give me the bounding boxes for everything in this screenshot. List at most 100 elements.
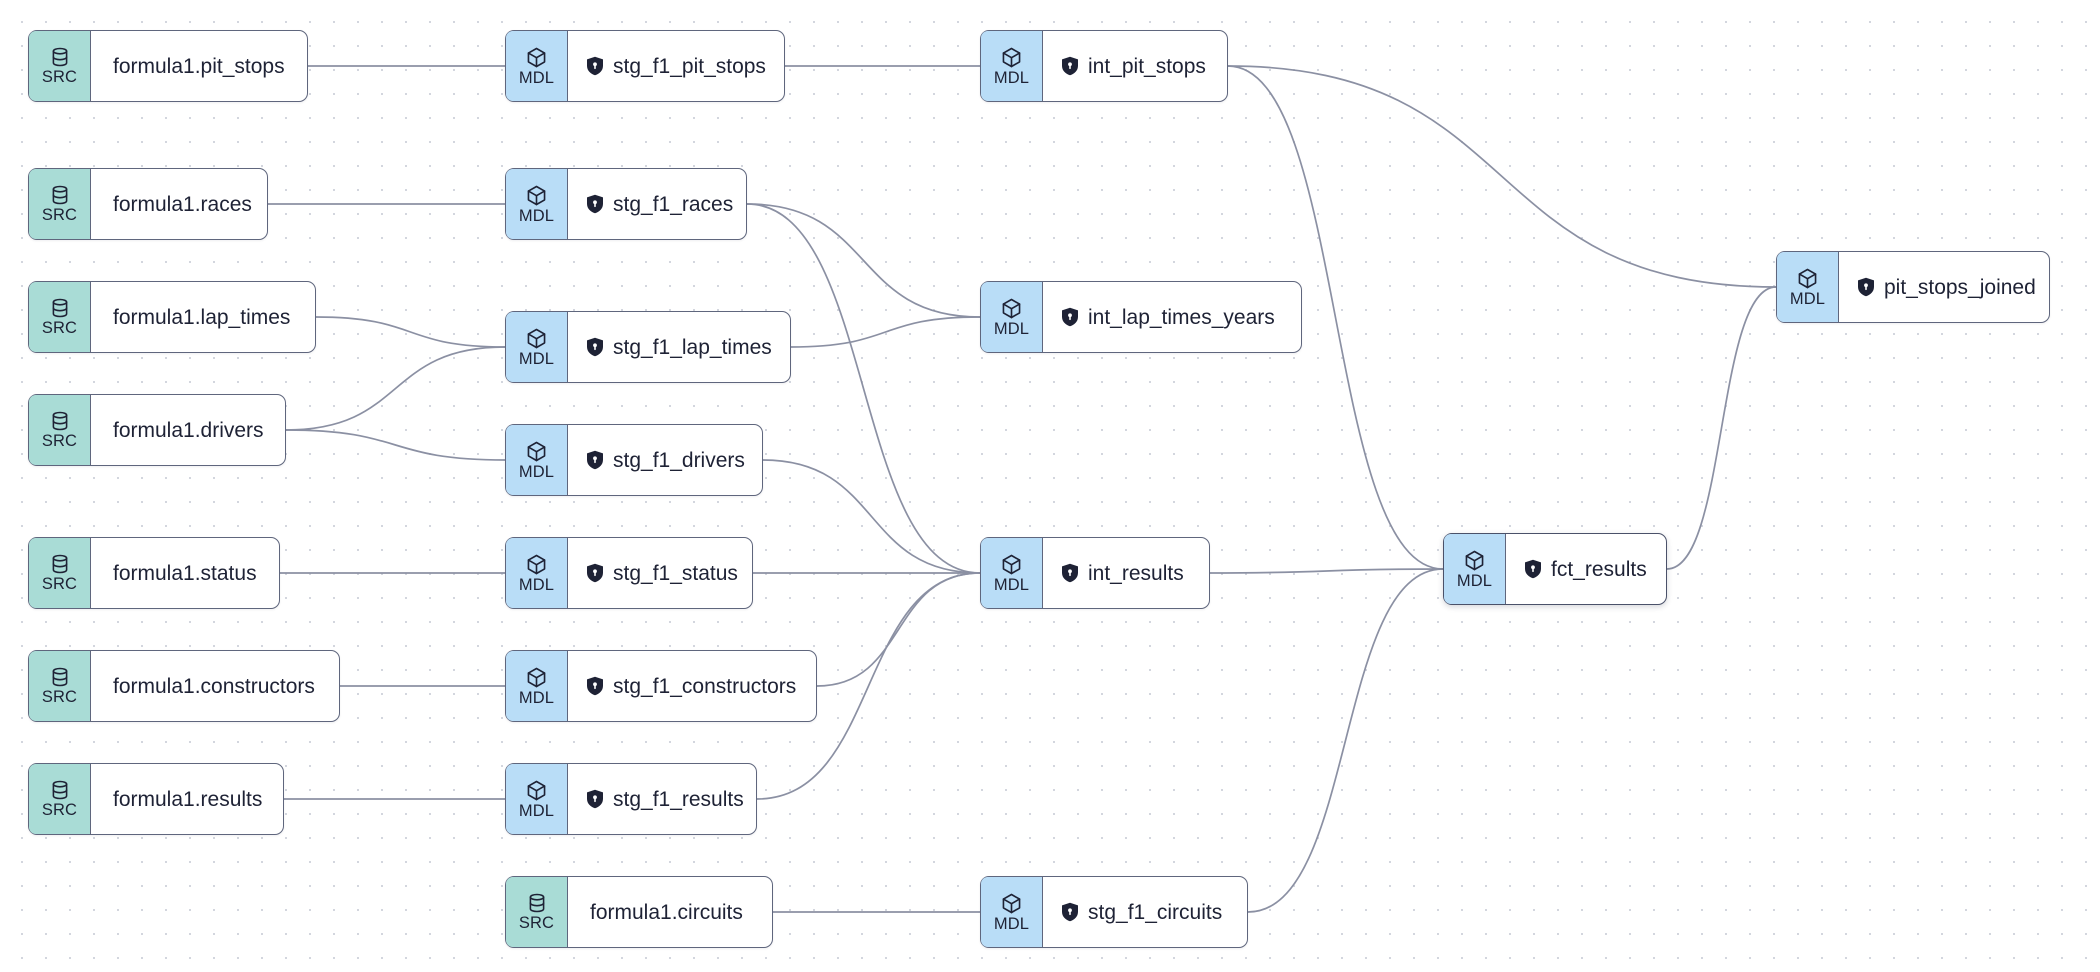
node-badge-label: MDL <box>1789 289 1826 308</box>
edge-src_lap_times-to-stg_lap_times <box>315 316 506 348</box>
node-label: stg_f1_status <box>613 561 738 585</box>
database-icon <box>49 666 71 688</box>
node-label: stg_f1_results <box>613 787 744 811</box>
database-icon <box>526 892 548 914</box>
node-badge-label: MDL <box>993 914 1030 933</box>
edge-int_results-to-fct_results <box>1209 568 1444 574</box>
node-stg_results[interactable]: MDL stg_f1_results <box>505 763 757 835</box>
cube-icon <box>1796 267 1819 290</box>
shield-lock-icon <box>1062 56 1078 76</box>
shield-lock-icon <box>1525 559 1541 579</box>
node-badge-src: SRC <box>506 877 568 947</box>
node-src_pit_stops[interactable]: SRC formula1.pit_stops <box>28 30 308 102</box>
node-badge-src: SRC <box>29 31 91 101</box>
shield-lock-icon <box>1857 277 1875 297</box>
node-badge-label: SRC <box>41 801 78 820</box>
node-src_lap_times[interactable]: SRC formula1.lap_times <box>28 281 316 353</box>
edge-int_pit_stops-to-pit_stops_joined <box>1227 65 1777 288</box>
node-body: formula1.races <box>91 169 272 239</box>
node-body: stg_f1_drivers <box>568 425 765 495</box>
shield-lock-icon <box>587 194 603 214</box>
shield-lock-icon <box>587 789 603 809</box>
node-label: stg_f1_races <box>613 192 734 216</box>
node-stg_circuits[interactable]: MDL stg_f1_circuits <box>980 876 1248 948</box>
node-fct_results[interactable]: MDL fct_results <box>1443 533 1667 605</box>
shield-lock-icon <box>587 450 603 470</box>
node-stg_drivers[interactable]: MDL stg_f1_drivers <box>505 424 763 496</box>
node-badge-label: SRC <box>518 914 555 933</box>
node-badge-mdl: MDL <box>981 538 1043 608</box>
node-badge-label: MDL <box>518 462 555 481</box>
shield-lock-icon <box>1061 307 1079 327</box>
node-badge-label: MDL <box>518 801 555 820</box>
cube-icon <box>1000 297 1023 320</box>
edge-stg_constructors-to-int_results <box>816 572 981 687</box>
edge-stg_lap_times-to-int_lap_times_years <box>790 316 981 348</box>
node-badge-mdl: MDL <box>506 425 568 495</box>
node-label: formula1.races <box>113 192 252 216</box>
shield-lock-icon <box>587 676 603 696</box>
node-stg_status[interactable]: MDL stg_f1_status <box>505 537 753 609</box>
node-badge-mdl: MDL <box>981 282 1043 352</box>
node-label: formula1.circuits <box>590 900 743 924</box>
node-body: int_pit_stops <box>1043 31 1227 101</box>
node-label: formula1.constructors <box>113 674 315 698</box>
node-src_races[interactable]: SRC formula1.races <box>28 168 268 240</box>
node-badge-mdl: MDL <box>506 31 568 101</box>
node-badge-src: SRC <box>29 764 91 834</box>
shield-lock-icon <box>586 194 604 214</box>
node-body: stg_f1_pit_stops <box>568 31 786 101</box>
node-badge-src: SRC <box>29 651 91 721</box>
node-badge-src: SRC <box>29 169 91 239</box>
shield-lock-icon <box>1061 902 1079 922</box>
node-body: fct_results <box>1506 534 1667 604</box>
edge-stg_circuits-to-fct_results <box>1247 568 1444 913</box>
node-body: formula1.constructors <box>91 651 339 721</box>
shield-lock-icon <box>1062 563 1078 583</box>
node-src_circuits[interactable]: SRC formula1.circuits <box>505 876 773 948</box>
node-label: stg_f1_drivers <box>613 448 745 472</box>
node-badge-mdl: MDL <box>981 877 1043 947</box>
cube-icon <box>525 184 548 207</box>
node-badge-label: SRC <box>41 319 78 338</box>
database-icon <box>49 410 71 432</box>
node-src_constructors[interactable]: SRC formula1.constructors <box>28 650 340 722</box>
node-badge-mdl: MDL <box>506 312 568 382</box>
node-body: stg_f1_constructors <box>568 651 816 721</box>
shield-lock-icon <box>1524 559 1542 579</box>
edge-src_drivers-to-stg_lap_times <box>285 346 506 431</box>
node-stg_races[interactable]: MDL stg_f1_races <box>505 168 747 240</box>
node-badge-mdl: MDL <box>1444 534 1506 604</box>
node-label: fct_results <box>1551 557 1647 581</box>
node-body: stg_f1_circuits <box>1043 877 1247 947</box>
node-badge-mdl: MDL <box>1777 252 1839 322</box>
edge-stg_drivers-to-int_results <box>762 459 981 574</box>
node-label: formula1.pit_stops <box>113 54 285 78</box>
node-badge-label: MDL <box>518 206 555 225</box>
shield-lock-icon <box>1858 277 1874 297</box>
node-badge-src: SRC <box>29 538 91 608</box>
node-badge-label: MDL <box>518 575 555 594</box>
shield-lock-icon <box>1062 902 1078 922</box>
edge-fct_results-to-pit_stops_joined <box>1666 286 1777 570</box>
node-body: formula1.drivers <box>91 395 285 465</box>
node-label: int_pit_stops <box>1088 54 1206 78</box>
node-badge-label: SRC <box>41 688 78 707</box>
node-body: formula1.status <box>91 538 279 608</box>
edge-stg_races-to-int_results <box>746 203 981 574</box>
shield-lock-icon <box>1062 307 1078 327</box>
node-body: formula1.circuits <box>568 877 772 947</box>
node-label: formula1.lap_times <box>113 305 291 329</box>
